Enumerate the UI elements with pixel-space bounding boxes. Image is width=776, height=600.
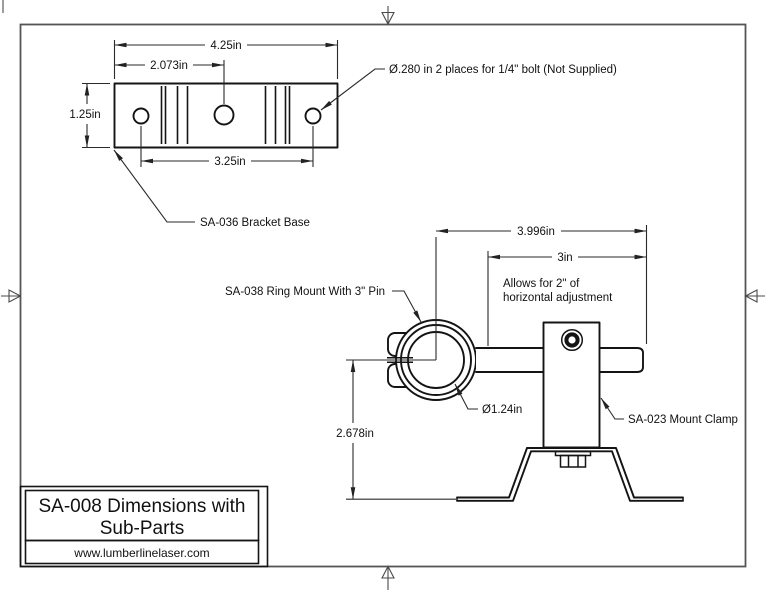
bracket-part-label-text: SA-036 Bracket Base	[200, 217, 310, 229]
bracket-base-view: 4.25in 2.073in 1.25in 3.25in Ø.2	[69, 40, 617, 229]
title-line1: SA-008 Dimensions with	[39, 496, 246, 517]
bracket-hole-right	[304, 107, 322, 125]
mount-clamp-label: SA-023 Mount Clamp	[600, 397, 738, 426]
ring-mount-label-text: SA-038 Ring Mount With 3" Pin	[225, 286, 385, 298]
center-mark-left	[1, 289, 22, 303]
dim-hole-spacing: 3.25in	[140, 126, 314, 168]
bracket-part-label: SA-036 Bracket Base	[113, 149, 310, 229]
hole-callout: Ø.280 in 2 places for 1/4" bolt (Not Sup…	[320, 64, 617, 111]
dim-plate-height-text: 1.25in	[69, 109, 100, 121]
website-text: www.lumberlinelaser.com	[73, 546, 209, 560]
clamp-nut	[554, 450, 592, 468]
bracket-hole-left	[132, 107, 150, 125]
ring-mount-label: SA-038 Ring Mount With 3" Pin	[225, 286, 422, 323]
mount-clamp-label-text: SA-023 Mount Clamp	[628, 414, 738, 426]
dim-height-text: 2.678in	[336, 428, 374, 440]
assembly-view: 3.996in 3in Allows for 2" of horizontal …	[225, 225, 738, 502]
center-mark-right	[744, 289, 765, 303]
dim-overall-width-text: 4.25in	[210, 40, 241, 52]
ring-diameter-callout: Ø1.24in	[454, 383, 522, 416]
dim-hole-spacing-text: 3.25in	[214, 156, 245, 168]
dim-center-hole-offset-text: 2.073in	[150, 60, 188, 72]
dim-overall-length-text: 3.996in	[517, 226, 555, 238]
bracket-hole-center	[213, 104, 235, 126]
dim-overall-width: 4.25in	[113, 40, 339, 79]
center-mark-top	[381, 6, 395, 26]
dim-pin-length-text: 3in	[557, 252, 572, 264]
clamp-screw	[560, 328, 584, 352]
hole-callout-text: Ø.280 in 2 places for 1/4" bolt (Not Sup…	[389, 64, 617, 76]
title-line2: Sub-Parts	[100, 518, 184, 539]
page-border	[1, 0, 765, 590]
bracket-knurl-lines	[160, 86, 291, 144]
center-mark-bottom	[381, 565, 395, 590]
title-block: SA-008 Dimensions with Sub-Parts www.lum…	[19, 485, 269, 568]
ring-slot	[387, 357, 413, 363]
dim-plate-height: 1.25in	[69, 82, 110, 149]
dim-overall-length: 3.996in	[435, 225, 648, 360]
dim-center-hole-offset: 2.073in	[114, 60, 225, 104]
dim-height: 2.678in	[336, 359, 456, 500]
adjustment-note-line1: Allows for 2" of	[503, 278, 580, 290]
ring-diameter-text: Ø1.24in	[482, 404, 522, 416]
dim-pin-length: 3in	[487, 251, 647, 346]
adjustment-note-line2: horizontal adjustment	[503, 292, 613, 304]
adjustment-note: Allows for 2" of horizontal adjustment	[503, 278, 613, 304]
